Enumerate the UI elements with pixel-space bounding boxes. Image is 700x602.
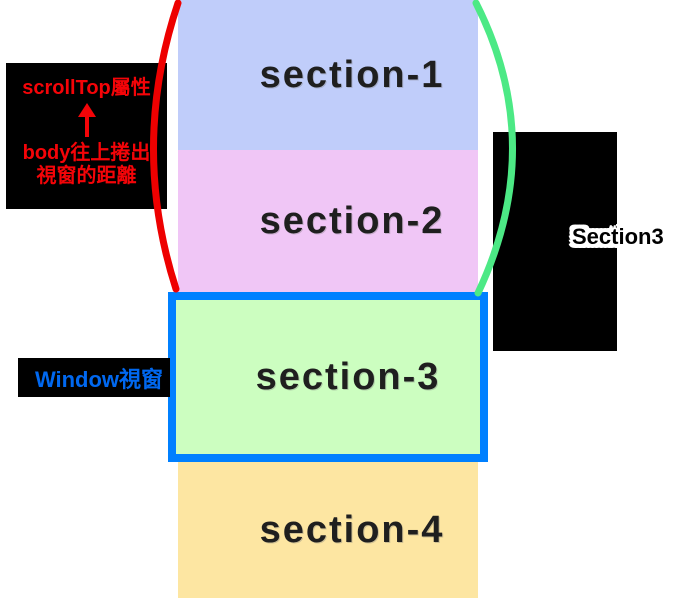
section-1-label: section-1 <box>259 53 445 96</box>
section-2-label: section-2 <box>259 200 445 242</box>
scroll-distance-label-line1: body往上捲出 <box>22 142 151 164</box>
scroll-distance-label-line2: 視窗的距離 <box>36 165 137 187</box>
section-1-block: section-1 <box>178 0 478 150</box>
window-viewport-label: Window視窗 <box>34 366 164 392</box>
up-arrow-icon <box>74 102 100 140</box>
section-3-label: section-3 <box>255 355 441 398</box>
section-2-block: section-2 <box>178 150 478 293</box>
section-4-label: section-4 <box>259 508 445 551</box>
section-3-viewport-block: section-3 <box>168 292 488 462</box>
section-4-block: section-4 <box>178 462 478 598</box>
scrolltop-property-label: scrollTop屬性 <box>22 77 151 99</box>
scrolltop-annotation-box: scrollTop屬性 body往上捲出 視窗的距離 <box>6 63 167 209</box>
window-viewport-annotation-box: Window視窗 <box>18 358 170 397</box>
section3-outlined-label: Section3 <box>572 224 664 249</box>
